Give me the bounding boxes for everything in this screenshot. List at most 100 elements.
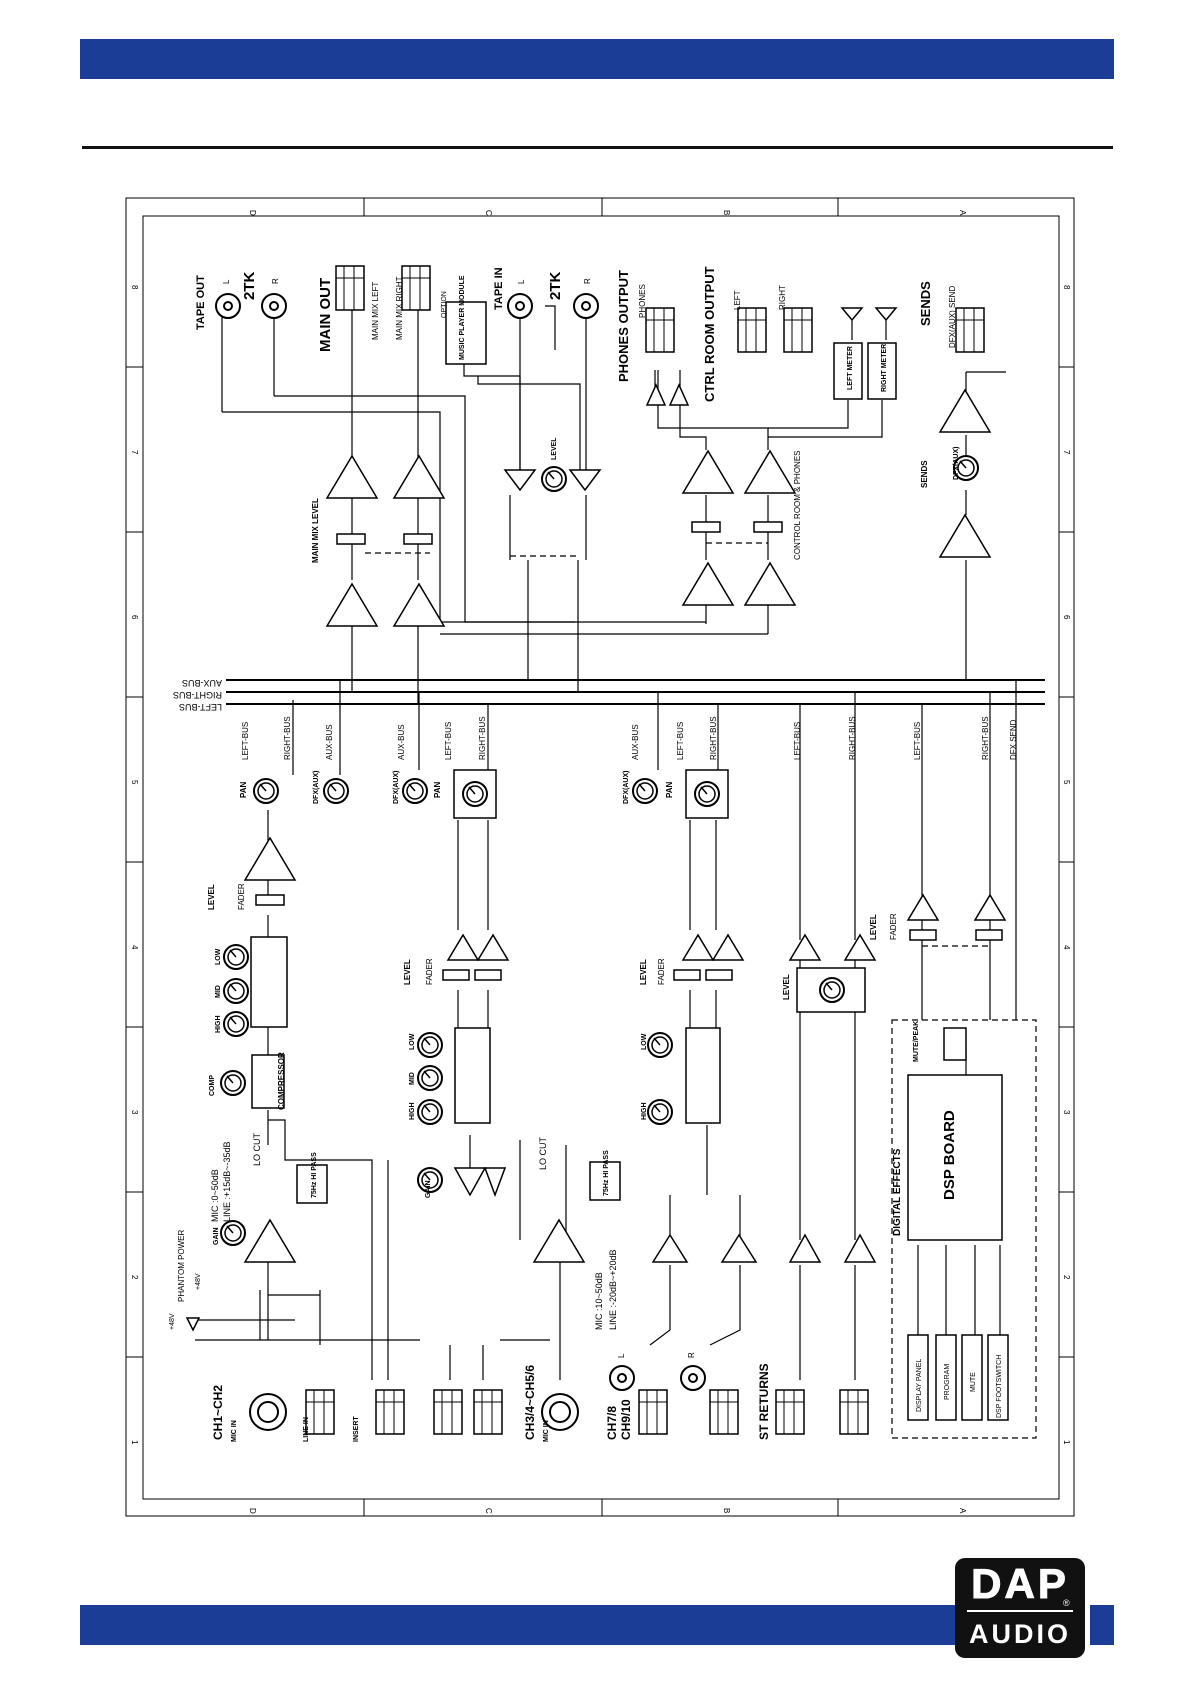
right-meter-box (867, 342, 897, 400)
level-label-ch1: LEVEL (207, 884, 216, 910)
sends-knob-label: SENDS (920, 460, 929, 488)
right-bus-label: RIGHT-BUS (173, 690, 222, 700)
eq-block-ch1 (250, 936, 288, 1028)
right-bus-tap-ch3: RIGHT-BUS (478, 716, 487, 760)
dfx-aux-label-ch1: DFX(AUX) (313, 771, 320, 804)
faders (255, 521, 1003, 981)
music-player-module-box (445, 301, 487, 365)
dfx-send-label: DFX SEND (1009, 719, 1018, 760)
ch7-l-label: L (617, 1353, 626, 1358)
zone-c-bottom: C (484, 1508, 493, 1514)
zone-7-right: 7 (1062, 450, 1071, 455)
dfx-aux-label-ch3: DFX(AUX) (393, 771, 400, 804)
phones-label: PHONES (638, 284, 647, 318)
mid-knob-ch1[interactable] (223, 978, 249, 1004)
mid-knob-ch3[interactable] (417, 1065, 443, 1091)
mid-label-ch1: MID (215, 985, 222, 998)
line-range-ch1: LINE :+15dB~-35dB (222, 1141, 232, 1222)
zone-a-bottom: A (958, 1508, 967, 1514)
knobs (220, 455, 979, 1246)
hi-pass-label-ch3: 75Hz HI PASS (603, 1150, 610, 1196)
digital-effects-box (891, 1019, 1037, 1439)
tape-level-label: LEVEL (551, 437, 558, 460)
main-mix-level-label: MAIN MIX LEVEL (311, 498, 320, 563)
dsp-footswitch-box (987, 1334, 1009, 1421)
zone-4-right: 4 (1062, 945, 1071, 950)
ctrl-right-label: RIGHT (778, 285, 787, 310)
tape-in-label: TAPE IN (493, 267, 505, 310)
tape-in-level-knob[interactable] (541, 466, 567, 492)
phantom-switch-led (185, 1317, 201, 1332)
dfx-aux-knob-ch7[interactable] (632, 778, 658, 804)
comp-label-ch1: COMP (209, 1075, 216, 1096)
2tk-label-in: 2TK (547, 271, 564, 300)
lo-cut-label-ch1: LO CUT (252, 1132, 262, 1166)
high-knob-ch7[interactable] (647, 1099, 673, 1125)
aux-bus-tap-ch1: AUX-BUS (325, 724, 334, 760)
mic-in-label-ch1: MIC IN (231, 1420, 238, 1442)
left-bus-label: LEFT-BUS (179, 702, 222, 712)
left-meter-box (833, 342, 863, 400)
left-bus-tap-st: LEFT-BUS (793, 722, 802, 760)
zone-5-left: 5 (130, 780, 139, 785)
right-bus-tap-fx: RIGHT-BUS (981, 716, 990, 760)
aux-bus-tap-ch7: AUX-BUS (631, 724, 640, 760)
mute-peak-switch[interactable] (943, 1027, 967, 1061)
phones-output-label: PHONES OUTPUT (616, 270, 631, 382)
right-bus-tap-ch1: RIGHT-BUS (283, 716, 292, 760)
gain-knob-ch1[interactable] (220, 1220, 246, 1246)
low-label-ch7: LOW (641, 1033, 648, 1050)
zone-8-right: 8 (1062, 285, 1071, 290)
pan-knob-ch1[interactable] (253, 778, 279, 804)
program-label: PROGRAM (944, 1364, 951, 1400)
main-mix-left-label: MAIN MIX LEFT (371, 282, 380, 340)
low-knob-ch1[interactable] (223, 944, 249, 970)
amplifiers (243, 383, 1007, 1263)
mute-peak-label: MUTE/PEAK (913, 1021, 920, 1062)
fader-label-ch1: FADER (237, 883, 246, 910)
low-knob-ch7[interactable] (647, 1032, 673, 1058)
header-rule (82, 146, 1113, 149)
dfx-aux-knob-label: DFX(AUX) (953, 447, 960, 480)
plus48-switch-label: +48V (169, 1313, 176, 1330)
ctrl-room-output-label: CTRL ROOM OUTPUT (702, 266, 717, 402)
fader-label-ch3: FADER (425, 958, 434, 985)
dfx-aux-send-label: DFX(AUX) SEND (948, 286, 957, 348)
left-bus-tap-ch1: LEFT-BUS (241, 722, 250, 760)
st-return-level-label: LEVEL (782, 974, 791, 1000)
aux-bus-label: AUX-BUS (182, 678, 222, 688)
st-return-level-knob[interactable] (819, 977, 845, 1003)
dfx-aux-knob-ch1[interactable] (323, 778, 349, 804)
pan-knob-ch3[interactable] (462, 781, 488, 807)
fx-level-label: LEVEL (869, 914, 878, 940)
zone-2-right: 2 (1062, 1275, 1071, 1280)
comp-knob-ch1[interactable] (220, 1070, 246, 1096)
ch7-r-label: R (687, 1352, 696, 1358)
low-knob-ch3[interactable] (417, 1032, 443, 1058)
dfx-aux-label-ch7: DFX(AUX) (623, 771, 630, 804)
hi-pass-label-ch1: 75Hz HI PASS (311, 1152, 318, 1198)
zone-1-right: 1 (1062, 1440, 1071, 1445)
zone-b-top: B (722, 210, 731, 215)
aux-bus-tap-ch3: AUX-BUS (397, 724, 406, 760)
dsp-board-box (907, 1074, 1003, 1241)
fx-fader-label: FADER (889, 913, 898, 940)
r-label-in: R (583, 278, 592, 284)
dfx-aux-knob-ch3[interactable] (402, 778, 428, 804)
high-knob-ch3[interactable] (417, 1099, 443, 1125)
l-label-out: L (222, 279, 231, 284)
high-knob-ch1[interactable] (223, 1011, 249, 1037)
mic-in-label-ch3: MIC IN (543, 1420, 550, 1442)
zone-d-bottom: D (248, 1508, 257, 1514)
pan-label-ch7: PAN (665, 781, 674, 798)
logo-audio-text: AUDIO (969, 1619, 1071, 1649)
dap-audio-logo: DAP ® AUDIO (955, 1558, 1085, 1658)
eq-block-ch7 (685, 1027, 721, 1124)
level-label-ch7: LEVEL (639, 959, 648, 985)
music-player-module-label: MUSIC PLAYER MODULE (459, 275, 466, 360)
logo-divider (967, 1610, 1073, 1612)
line-range-ch3: LINE :-20dB~+20dB (608, 1249, 618, 1330)
zone-2-left: 2 (130, 1275, 139, 1280)
pan-knob-ch7[interactable] (694, 781, 720, 807)
